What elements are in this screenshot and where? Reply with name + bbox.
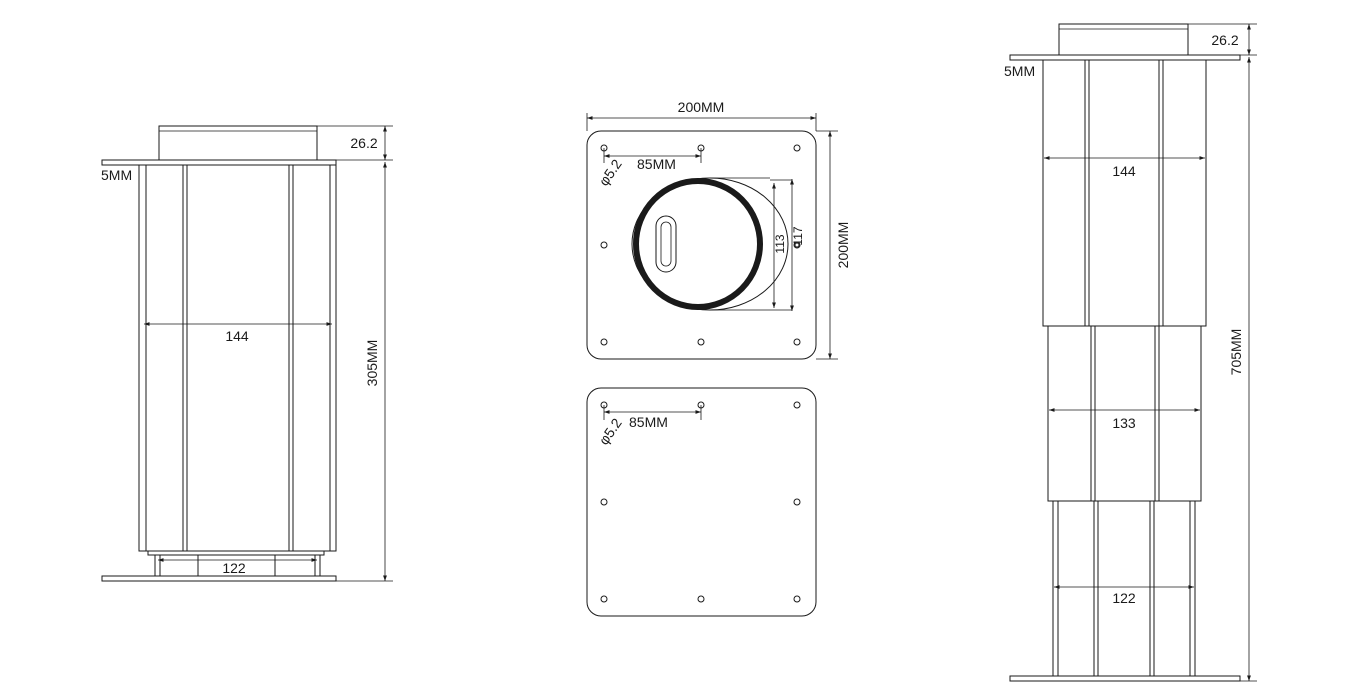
right-middle-section [1047,325,1202,502]
left-base-plate [101,575,337,582]
top-hole-spacing-label: 85MM [637,156,676,172]
bottom-hole-spacing-label: 85MM [629,414,668,430]
right-lower-section [1052,500,1196,677]
circular-opening [631,177,789,311]
top-plate-height-label: 200MM [835,222,851,269]
right-lower-width-label: 122 [1112,590,1136,606]
left-plate-thickness-label: 5MM [101,167,132,183]
bottom-plate-outline [586,387,817,617]
top-plate-holes [600,144,801,346]
top-plate-width-label: 200MM [678,99,725,115]
outer-diameter-label: 117 [791,226,805,245]
right-middle-width-label: 133 [1112,415,1136,431]
bottom-plate-holes [600,401,801,603]
inner-diameter-label: 113 [773,234,787,253]
left-column-body [138,164,337,552]
right-cap-height-label: 26.2 [1211,32,1238,48]
bottom-hole-diameter-label: φ5.2 [595,415,625,448]
right-plate-thickness-label: 5MM [1004,63,1035,79]
left-height-label: 305MM [364,340,380,387]
top-plate-outline [586,130,817,360]
right-top-plate [1009,54,1241,61]
right-view: 26.2 5MM 144 133 122 705MM [1004,23,1257,682]
left-width-label: 144 [225,328,249,344]
right-base-plate [1009,675,1241,682]
left-base-width-label: 122 [222,560,246,576]
top-plate-view: 200MM 200MM 85MM φ5.2 113 117 [586,99,851,360]
left-view: 26.2 5MM 144 305MM 122 [101,125,393,582]
right-upper-width-label: 144 [1112,163,1136,179]
right-height-label: 705MM [1228,329,1244,376]
left-top-plate [101,159,337,166]
top-hole-diameter-label: φ5.2 [595,156,625,189]
left-cap-height-label: 26.2 [350,135,377,151]
bottom-plate-view: 85MM φ5.2 [586,387,817,617]
right-upper-section [1042,59,1207,327]
